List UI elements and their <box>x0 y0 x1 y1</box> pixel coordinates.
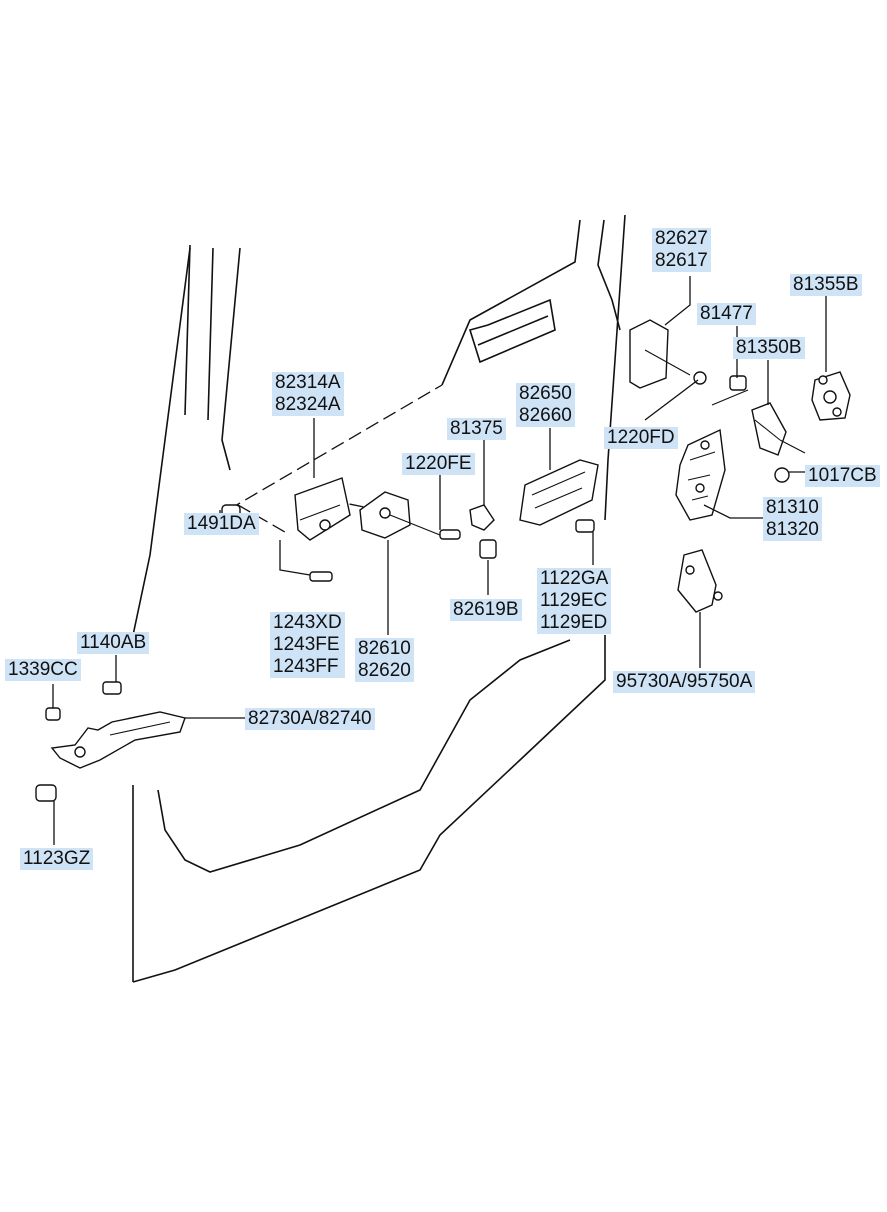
label-1123gz: 1123GZ <box>20 848 94 870</box>
bracket-parts <box>711 375 806 456</box>
leader-lines <box>52 276 827 845</box>
cap-part <box>479 539 497 559</box>
label-95730a: 95730A/95750A <box>613 671 756 693</box>
clip-part <box>469 504 495 531</box>
actuator-part <box>677 549 723 613</box>
latch-cover-part <box>629 319 707 389</box>
door-outline <box>131 214 626 983</box>
screws <box>35 504 595 802</box>
label-81350b: 81350B <box>733 337 805 359</box>
label-1140ab: 1140AB <box>77 632 150 654</box>
label-1220fd: 1220FD <box>604 427 678 449</box>
label-82619b: 82619B <box>450 599 522 621</box>
label-82730a: 82730A/82740 <box>245 708 375 730</box>
inside-handle-part <box>359 491 441 539</box>
outside-handle-part <box>519 459 599 526</box>
label-1122ga: 1122GA 1129EC 1129ED <box>537 568 612 634</box>
door-checker-part <box>50 711 186 769</box>
label-82610: 82610 82620 <box>355 638 414 682</box>
label-1243xd: 1243XD 1243FE 1243FF <box>270 612 345 678</box>
label-1339cc: 1339CC <box>5 659 81 681</box>
label-82650: 82650 82660 <box>516 383 575 427</box>
label-81375: 81375 <box>447 418 506 440</box>
label-1017cb: 1017CB <box>805 465 880 487</box>
label-81477: 81477 <box>697 303 756 325</box>
label-81310: 81310 81320 <box>763 497 822 541</box>
label-1220fe: 1220FE <box>402 453 475 475</box>
label-81355b: 81355B <box>790 274 862 296</box>
inside-handle-bracket-part <box>294 477 351 541</box>
lock-assembly-part <box>675 428 790 521</box>
label-1491da: 1491DA <box>184 513 259 535</box>
gasket-part <box>811 371 851 421</box>
label-82314a: 82314A 82324A <box>272 372 344 416</box>
label-82627: 82627 82617 <box>652 228 711 272</box>
